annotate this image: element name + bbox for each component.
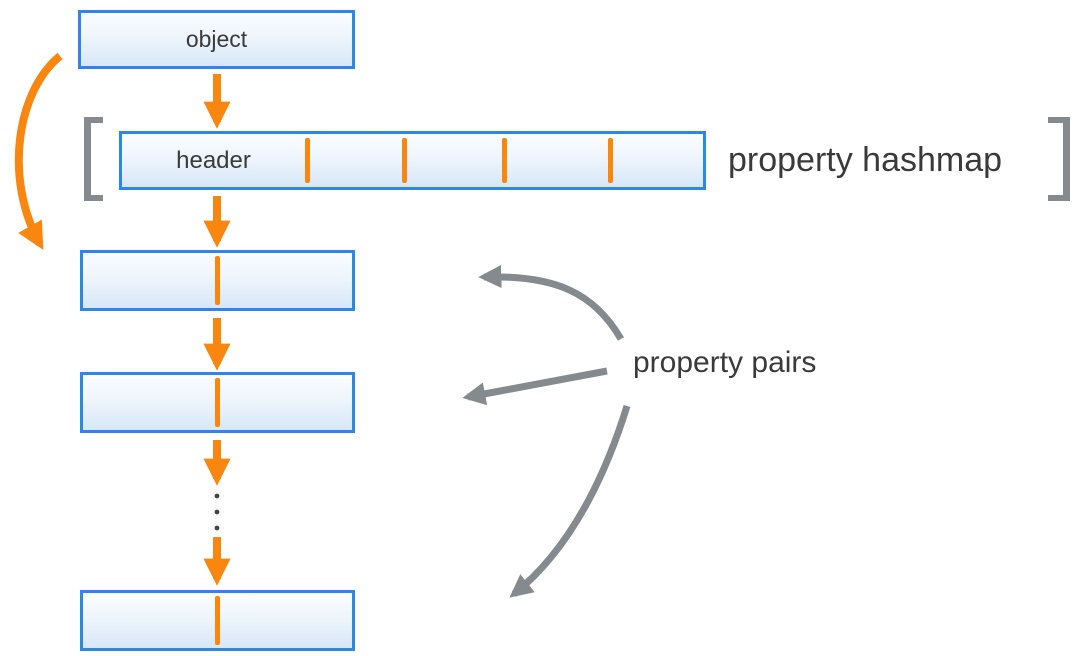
header-label: header bbox=[176, 146, 251, 174]
pair-divider bbox=[215, 378, 220, 427]
object-box: object bbox=[78, 10, 355, 69]
pair-divider bbox=[215, 596, 220, 645]
object-label: object bbox=[185, 26, 248, 52]
gray-arrow-to-pair1 bbox=[478, 264, 625, 341]
gray-arrow-to-pair2 bbox=[462, 367, 608, 406]
property-pair-box-3 bbox=[80, 590, 355, 651]
gray-arrow-to-pair3 bbox=[509, 404, 631, 598]
hashmap-slot-divider bbox=[608, 138, 613, 183]
hashmap-slot-divider bbox=[305, 138, 310, 183]
hashmap-slot-divider bbox=[502, 138, 507, 183]
property-pairs-label: property pairs bbox=[633, 346, 817, 379]
property-hashmap-label: property hashmap bbox=[728, 141, 1003, 179]
hashmap-right-bracket bbox=[1048, 117, 1070, 201]
hashmap-slot-divider bbox=[402, 138, 407, 183]
ellipsis-dots bbox=[214, 493, 220, 531]
pair-divider bbox=[215, 256, 220, 305]
hashmap-header-box: header bbox=[119, 131, 706, 190]
property-pair-box-2 bbox=[80, 372, 355, 433]
hashmap-left-bracket bbox=[84, 117, 103, 201]
property-pair-box-1 bbox=[80, 250, 355, 311]
curved-arrow-object-to-pair1 bbox=[14, 52, 63, 250]
